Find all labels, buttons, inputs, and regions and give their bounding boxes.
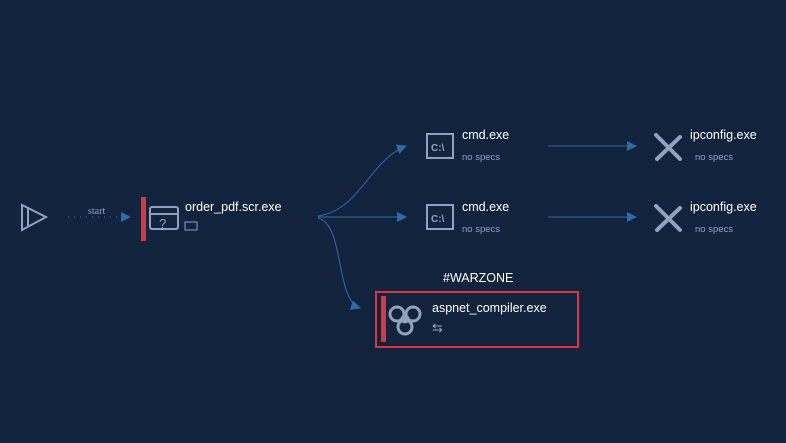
svg-text:C:\: C:\ — [431, 214, 445, 225]
node-cmd2-spec: no specs — [462, 224, 501, 235]
tools-icon — [654, 204, 682, 232]
node-root-name[interactable]: order_pdf.scr.exe — [185, 200, 282, 214]
node-cmd2-name[interactable]: cmd.exe — [462, 200, 510, 214]
edge-root-asp — [317, 217, 361, 310]
biohazard-icon — [388, 305, 422, 336]
node-ip2-spec: no specs — [695, 224, 734, 235]
node-asp-name[interactable]: aspnet_compiler.exe — [432, 301, 547, 315]
tools-icon — [654, 133, 682, 161]
svg-text:?: ? — [159, 216, 166, 231]
node-cmd1-spec: no specs — [462, 152, 501, 163]
node-ip2-name[interactable]: ipconfig.exe — [690, 200, 757, 214]
alert-bar — [141, 197, 146, 241]
cmd-icon: C:\ — [426, 204, 454, 230]
alert-bar — [381, 296, 386, 342]
network-arrows-icon: ⇆ — [432, 320, 443, 335]
svg-text:C:\: C:\ — [431, 143, 445, 154]
play-icon — [21, 203, 49, 232]
start-label: start — [88, 206, 106, 217]
unknown-window-icon: ? — [149, 206, 179, 231]
node-cmd1-name[interactable]: cmd.exe — [462, 128, 510, 142]
node-ip1-spec: no specs — [695, 152, 734, 163]
node-ip1-name[interactable]: ipconfig.exe — [690, 128, 757, 142]
warzone-tag: #WARZONE — [443, 271, 514, 285]
cmd-icon: C:\ — [426, 133, 454, 159]
edge-root-cmd1 — [317, 144, 407, 217]
exe-icon — [184, 221, 198, 231]
warzone-box — [375, 291, 579, 348]
